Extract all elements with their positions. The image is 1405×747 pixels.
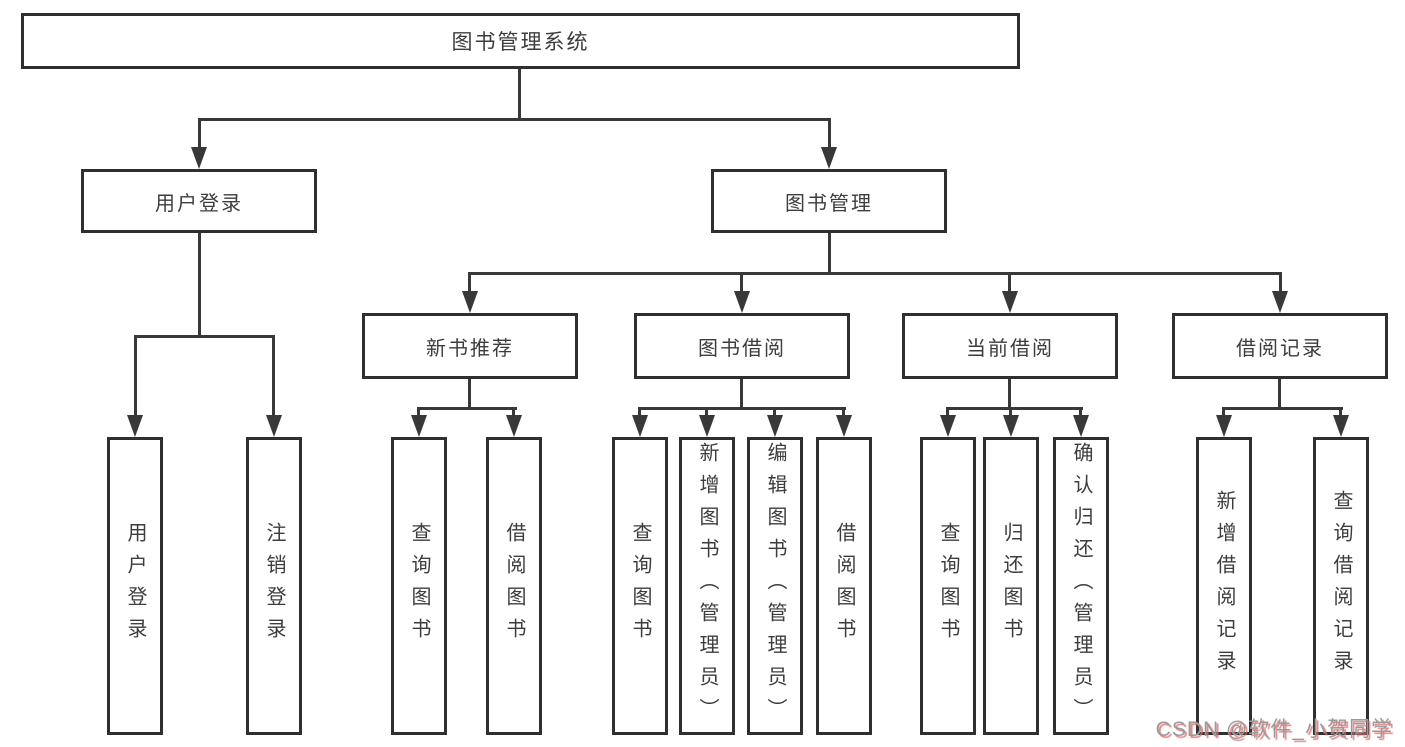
leaf-cb-return-books: 归还图书 (983, 437, 1039, 735)
node-new-book-recommend-label: 新书推荐 (426, 337, 514, 360)
leaf-br-add-record: 新增借阅记录 (1196, 437, 1252, 735)
connector-vline (272, 335, 275, 415)
leaf-nbr-borrow-books-label: 借阅图书 (503, 522, 525, 650)
connector-hline (134, 335, 275, 338)
connector-vline (946, 407, 949, 415)
connector-vline (1222, 407, 1225, 415)
arrowhead-down (1073, 415, 1089, 437)
node-borrowing-records-label: 借阅记录 (1236, 337, 1324, 360)
leaf-br-query-record: 查询借阅记录 (1313, 437, 1369, 735)
connector-hline (638, 407, 846, 410)
leaf-nbr-borrow-books: 借阅图书 (486, 437, 542, 735)
node-book-management-label: 图书管理 (785, 192, 873, 215)
arrowhead-down (1002, 291, 1018, 313)
node-current-borrowing-label: 当前借阅 (966, 337, 1054, 360)
connector-vline (740, 379, 743, 407)
arrowhead-down (266, 415, 282, 437)
leaf-logout-login-label: 注销登录 (263, 522, 285, 650)
arrowhead-down (191, 147, 207, 169)
leaf-br-add-record-label: 新增借阅记录 (1213, 490, 1235, 682)
connector-vline (512, 407, 515, 415)
connector-vline (828, 118, 831, 147)
leaf-bb-borrow-books-label: 借阅图书 (833, 522, 855, 650)
connector-vline (134, 335, 137, 415)
connector-hline (468, 272, 1282, 275)
connector-hline (417, 407, 517, 410)
connector-vline (1008, 272, 1011, 291)
arrowhead-down (127, 415, 143, 437)
node-book-borrowing-label: 图书借阅 (698, 337, 786, 360)
connector-vline (518, 69, 521, 118)
arrowhead-down (411, 415, 427, 437)
leaf-bb-add-books-admin: 新增图书（管理员） (679, 437, 735, 735)
leaf-logout-login: 注销登录 (246, 437, 302, 735)
arrowhead-down (940, 415, 956, 437)
leaf-bb-edit-books-admin: 编辑图书（管理员） (747, 437, 803, 735)
connector-hline (946, 407, 1083, 410)
arrowhead-down (767, 415, 783, 437)
connector-hline (1222, 407, 1343, 410)
connector-vline (1009, 407, 1012, 415)
leaf-br-query-record-label: 查询借阅记录 (1330, 490, 1352, 682)
leaf-bb-query-books-label: 查询图书 (629, 522, 651, 650)
leaf-cb-confirm-return-admin: 确认归还（管理员） (1053, 437, 1109, 735)
node-borrowing-records: 借阅记录 (1172, 313, 1388, 379)
leaf-bb-query-books: 查询图书 (612, 437, 668, 735)
connector-vline (468, 272, 471, 291)
connector-vline (773, 407, 776, 415)
node-current-borrowing: 当前借阅 (902, 313, 1118, 379)
node-book-borrowing: 图书借阅 (634, 313, 850, 379)
arrowhead-down (734, 291, 750, 313)
connector-vline (198, 118, 201, 147)
leaf-nbr-query-books-label: 查询图书 (408, 522, 430, 650)
connector-vline (198, 233, 201, 335)
connector-vline (417, 407, 420, 415)
node-user-login: 用户登录 (81, 169, 317, 233)
connector-vline (740, 272, 743, 291)
connector-hline (198, 118, 831, 121)
connector-vline (842, 407, 845, 415)
arrowhead-down (1216, 415, 1232, 437)
connector-vline (828, 233, 831, 272)
node-new-book-recommend: 新书推荐 (362, 313, 578, 379)
arrowhead-down (821, 147, 837, 169)
connector-vline (1279, 272, 1282, 291)
connector-vline (705, 407, 708, 415)
leaf-nbr-query-books: 查询图书 (391, 437, 447, 735)
arrowhead-down (836, 415, 852, 437)
arrowhead-down (632, 415, 648, 437)
connector-vline (468, 379, 471, 407)
arrowhead-down (1272, 291, 1288, 313)
connector-vline (1008, 379, 1011, 407)
arrowhead-down (462, 291, 478, 313)
leaf-cb-return-books-label: 归还图书 (1000, 522, 1022, 650)
arrowhead-down (506, 415, 522, 437)
arrowhead-down (1333, 415, 1349, 437)
leaf-cb-query-books-label: 查询图书 (937, 522, 959, 650)
node-book-management: 图书管理 (711, 169, 947, 233)
leaf-user-login-label: 用户登录 (124, 522, 146, 650)
leaf-user-login: 用户登录 (107, 437, 163, 735)
connector-vline (1339, 407, 1342, 415)
watermark: CSDN @软件_小贺同学 (1155, 718, 1393, 741)
leaf-bb-edit-books-admin-label: 编辑图书（管理员） (764, 442, 786, 730)
leaf-bb-borrow-books: 借阅图书 (816, 437, 872, 735)
arrowhead-down (1003, 415, 1019, 437)
connector-vline (1079, 407, 1082, 415)
leaf-cb-confirm-return-admin-label: 确认归还（管理员） (1070, 442, 1092, 730)
leaf-bb-add-books-admin-label: 新增图书（管理员） (696, 442, 718, 730)
node-root: 图书管理系统 (21, 13, 1020, 69)
connector-vline (638, 407, 641, 415)
leaf-cb-query-books: 查询图书 (920, 437, 976, 735)
connector-vline (1278, 379, 1281, 407)
node-root-label: 图书管理系统 (451, 31, 590, 54)
node-user-login-label: 用户登录 (155, 192, 243, 215)
arrowhead-down (699, 415, 715, 437)
